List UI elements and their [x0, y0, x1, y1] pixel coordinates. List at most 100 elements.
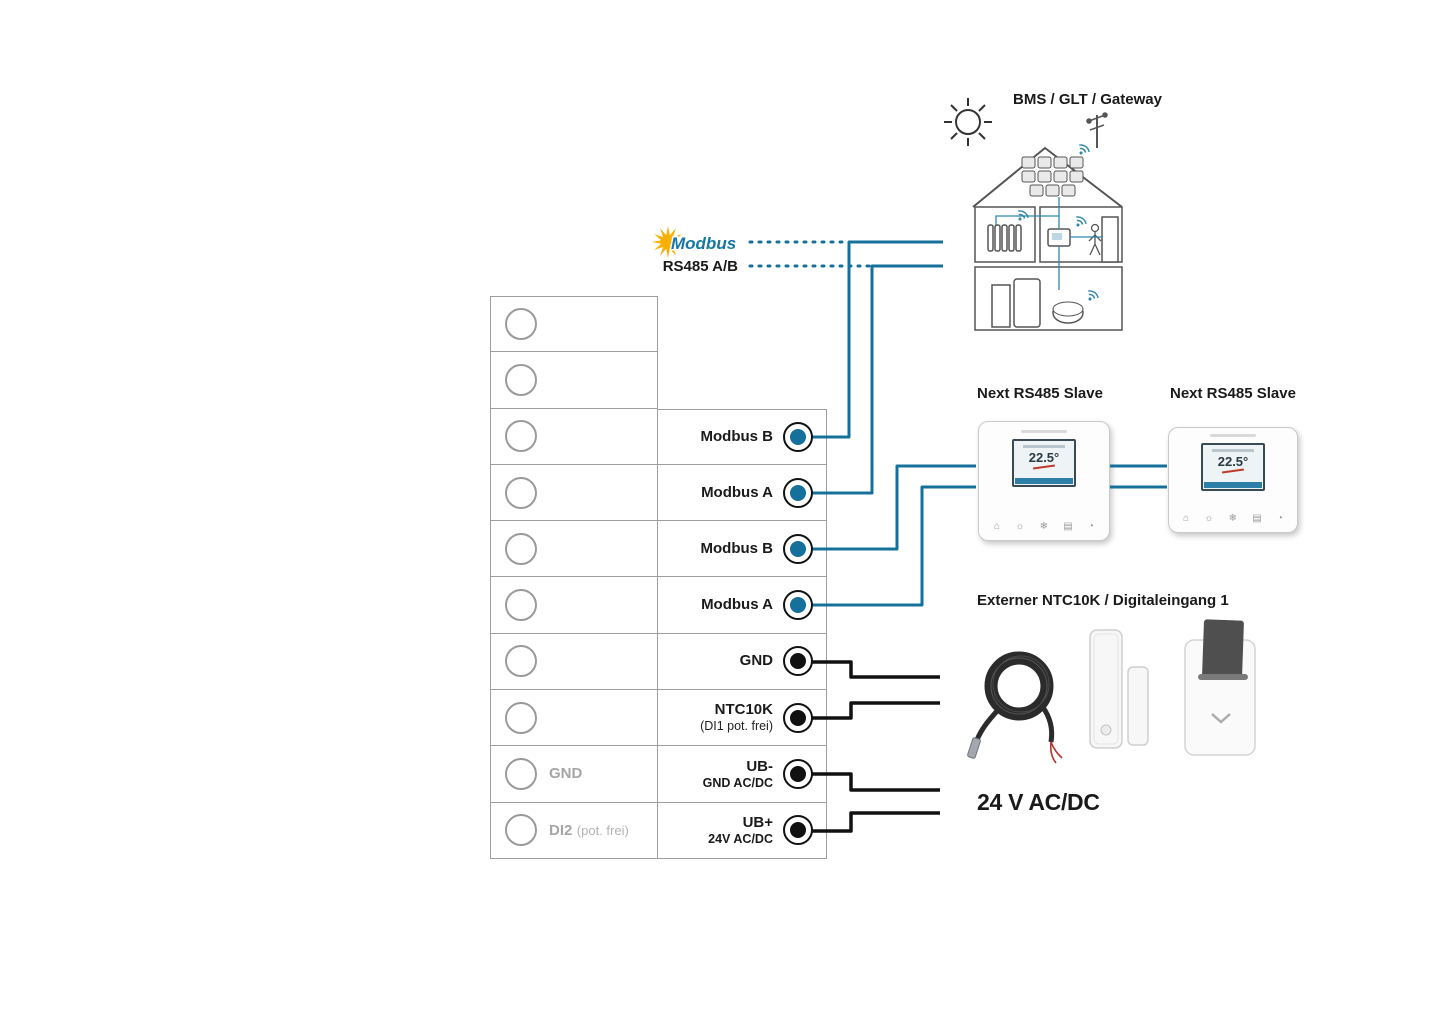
- terminal-screw-circle: [505, 758, 537, 791]
- terminal-label: Modbus B: [700, 427, 774, 445]
- terminal-cell-left: [490, 577, 658, 634]
- terminal-dot-modbus-b-1: [783, 421, 813, 452]
- terminal-label: UB+: [742, 813, 773, 831]
- terminal-cell-right: Modbus A: [658, 577, 827, 634]
- thermostat-touch-icons: ⌂ ☼ ❄ ▤ ◔: [994, 522, 1094, 532]
- terminal-left-sublabel: (pot. frei): [576, 822, 629, 838]
- terminal-row: GND UB- GND AC/DC: [490, 746, 827, 803]
- terminal-row: Modbus B: [490, 408, 827, 465]
- terminal-cell-right: Modbus B: [658, 521, 827, 578]
- terminal-cell-right-empty: [658, 296, 827, 352]
- terminal-left-label: DI2: [549, 821, 573, 839]
- terminal-cell-left: [490, 633, 658, 691]
- terminal-cell-right: UB+ 24V AC/DC: [658, 802, 827, 859]
- thermostat-lcd: 22.5°: [1012, 439, 1076, 487]
- room-upper-left: [974, 206, 1036, 263]
- terminal-label: Modbus A: [701, 596, 773, 614]
- terminal-cell-left: GND: [490, 746, 658, 803]
- bms-gateway-label: BMS / GLT / Gateway: [1013, 91, 1162, 108]
- terminal-label: UB-: [746, 757, 773, 775]
- sensor-devices-illustration: [967, 619, 1256, 764]
- terminal-row: [490, 352, 827, 409]
- roof-outline: [972, 146, 1123, 208]
- boiler-icon: [991, 278, 1041, 328]
- terminal-cell-left: [490, 296, 658, 353]
- terminal-sublabel: GND AC/DC: [702, 775, 773, 790]
- terminal-cell-left: [490, 690, 658, 747]
- terminal-screw-circle: [505, 645, 537, 678]
- thermostat-temperature: 22.5°: [1217, 454, 1249, 469]
- slave2-label: Next RS485 Slave: [1170, 385, 1296, 402]
- modbus-gear-icon: [652, 226, 684, 258]
- terminal-label: GND: [739, 652, 773, 670]
- terminal-cell-left: DI2 (pot. frei): [490, 802, 658, 859]
- house-network-lines: [995, 197, 1102, 290]
- door-person-icon: [1088, 216, 1119, 263]
- terminal-screw-circle: [505, 363, 537, 396]
- terminal-cell-right: NTC10K (DI1 pot. frei): [658, 690, 827, 747]
- thermostat-brand-text: [1210, 434, 1256, 437]
- menu-icon: ▤: [1252, 513, 1262, 524]
- timer-icon: ◔: [1087, 521, 1094, 532]
- slave1-label: Next RS485 Slave: [977, 385, 1103, 402]
- wall-thermostat-icon: [1047, 228, 1071, 247]
- sun-icon: [944, 98, 992, 146]
- gateway-device-icon: [1052, 301, 1084, 324]
- terminal-row: GND: [490, 633, 827, 691]
- terminal-screw-circle: [505, 476, 537, 509]
- terminal-left-label: GND: [549, 765, 583, 783]
- thermostat-lcd: 22.5°: [1201, 443, 1265, 491]
- door-contact-icon: [1089, 629, 1149, 749]
- terminal-row: Modbus A: [490, 464, 827, 522]
- terminal-dot-modbus-a-1: [783, 477, 813, 508]
- terminal-cell-left: [490, 464, 658, 522]
- terminal-label: Modbus B: [700, 539, 774, 557]
- rs485-label: RS485 A/B: [662, 258, 738, 275]
- thermostat-lcd-statusbar: [1204, 482, 1262, 488]
- weather-station-icon: [1086, 112, 1108, 148]
- terminal-row: NTC10K (DI1 pot. frei): [490, 690, 827, 747]
- terminal-block: Modbus B Modbus A Modbus B: [490, 296, 827, 859]
- thermostat-temperature: 22.5°: [1028, 450, 1060, 465]
- terminal-sublabel: 24V AC/DC: [708, 831, 773, 846]
- thermostat-device-2: 22.5° ⌂ ☼ ❄ ▤ ◔: [1168, 427, 1298, 533]
- terminal-cell-left: [490, 521, 658, 578]
- timer-icon: ◔: [1276, 513, 1283, 524]
- sun-mode-icon: ☼: [1015, 521, 1025, 532]
- terminal-row: [490, 296, 827, 353]
- ntc-cable-sensor-icon: [967, 651, 1063, 764]
- terminal-screw-circle: [505, 308, 537, 341]
- terminal-sublabel: (DI1 pot. frei): [700, 719, 773, 734]
- thermostat-device-1: 22.5° ⌂ ☼ ❄ ▤ ◔: [978, 421, 1110, 541]
- terminal-screw-circle: [505, 589, 537, 622]
- thermostat-brand-text: [1021, 430, 1067, 433]
- menu-icon: ▤: [1063, 521, 1073, 532]
- terminal-cell-right: UB- GND AC/DC: [658, 746, 827, 803]
- terminal-row: Modbus A: [490, 577, 827, 634]
- sensors-label: Externer NTC10K / Digitaleingang 1: [977, 592, 1229, 609]
- radiator-icon: [987, 224, 1022, 252]
- terminal-cell-right: GND: [658, 633, 827, 691]
- terminal-dot-ub-plus: [783, 815, 813, 846]
- sun-mode-icon: ☼: [1204, 513, 1214, 524]
- modbus-logo-text: Modbus: [671, 234, 736, 253]
- terminal-dot-ub-minus: [783, 759, 813, 790]
- terminal-row: Modbus B: [490, 521, 827, 578]
- terminal-label: NTC10K: [714, 701, 773, 719]
- modbus-logo: Modbus: [652, 226, 738, 258]
- terminal-cell-left: [490, 408, 658, 465]
- terminal-screw-circle: [505, 814, 537, 847]
- thermostat-lcd-statusbar: [1015, 478, 1073, 484]
- key-card-switch-icon: [1184, 619, 1256, 756]
- bms-house-illustration: [944, 98, 1123, 331]
- thermostat-heat-indicator: [1032, 464, 1056, 470]
- cool-mode-icon: ❄: [1228, 513, 1238, 524]
- terminal-screw-circle: [505, 420, 537, 453]
- terminal-dot-modbus-a-2: [783, 590, 813, 621]
- terminal-screw-circle: [505, 532, 537, 565]
- terminal-dot-ntc10k: [783, 702, 813, 733]
- wifi-icon: [1074, 142, 1092, 159]
- home-icon: ⌂: [994, 521, 1001, 532]
- home-icon: ⌂: [1183, 513, 1190, 524]
